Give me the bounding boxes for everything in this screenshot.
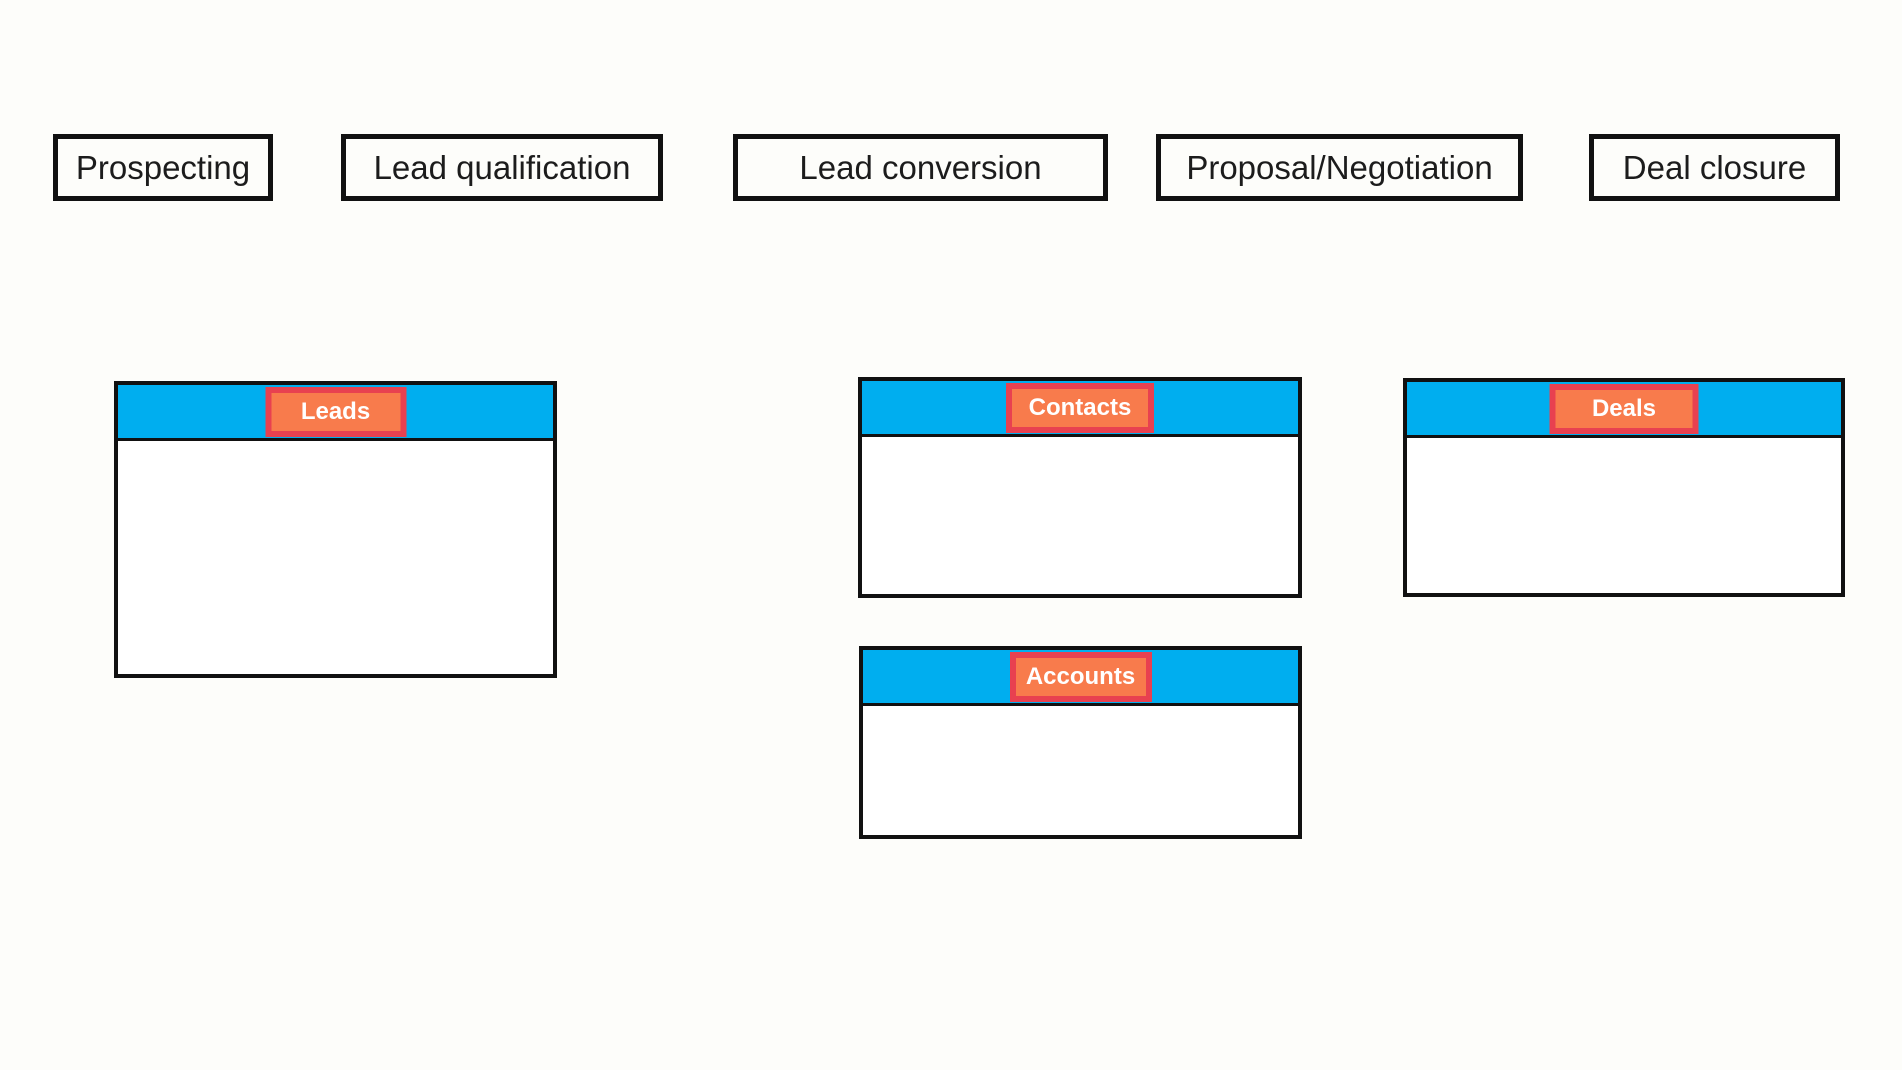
entity-card-body (862, 437, 1298, 594)
entity-card-leads[interactable]: Leads (114, 381, 557, 678)
stage-label: Prospecting (75, 148, 251, 186)
entity-label-accounts[interactable]: Accounts (1009, 651, 1152, 702)
stage-box-deal-closure[interactable]: Deal closure (1589, 134, 1840, 201)
stage-label: Proposal/Negotiation (1186, 148, 1493, 186)
stage-box-prospecting[interactable]: Prospecting (53, 134, 273, 201)
entity-label-text: Accounts (1025, 662, 1136, 690)
entity-card-deals[interactable]: Deals (1403, 378, 1845, 597)
entity-card-body (118, 441, 553, 674)
stage-box-lead-conversion[interactable]: Lead conversion (733, 134, 1108, 201)
entity-card-body (863, 706, 1298, 835)
entity-card-accounts[interactable]: Accounts (859, 646, 1302, 839)
stage-label: Deal closure (1622, 148, 1807, 186)
entity-card-header: Accounts (863, 650, 1298, 706)
entity-card-header: Contacts (862, 381, 1298, 437)
entity-card-header: Deals (1407, 382, 1841, 438)
entity-label-text: Contacts (1028, 393, 1132, 421)
entity-label-text: Deals (1591, 394, 1657, 422)
entity-card-body (1407, 438, 1841, 593)
entity-label-leads[interactable]: Leads (265, 386, 406, 437)
stage-label: Lead qualification (373, 148, 631, 186)
entity-label-deals[interactable]: Deals (1549, 383, 1699, 434)
entity-label-contacts[interactable]: Contacts (1006, 382, 1154, 433)
stage-box-proposal-negotiation[interactable]: Proposal/Negotiation (1156, 134, 1523, 201)
entity-label-text: Leads (300, 397, 371, 425)
entity-card-contacts[interactable]: Contacts (858, 377, 1302, 598)
stage-box-lead-qualification[interactable]: Lead qualification (341, 134, 663, 201)
entity-card-header: Leads (118, 385, 553, 441)
stage-label: Lead conversion (799, 148, 1042, 186)
